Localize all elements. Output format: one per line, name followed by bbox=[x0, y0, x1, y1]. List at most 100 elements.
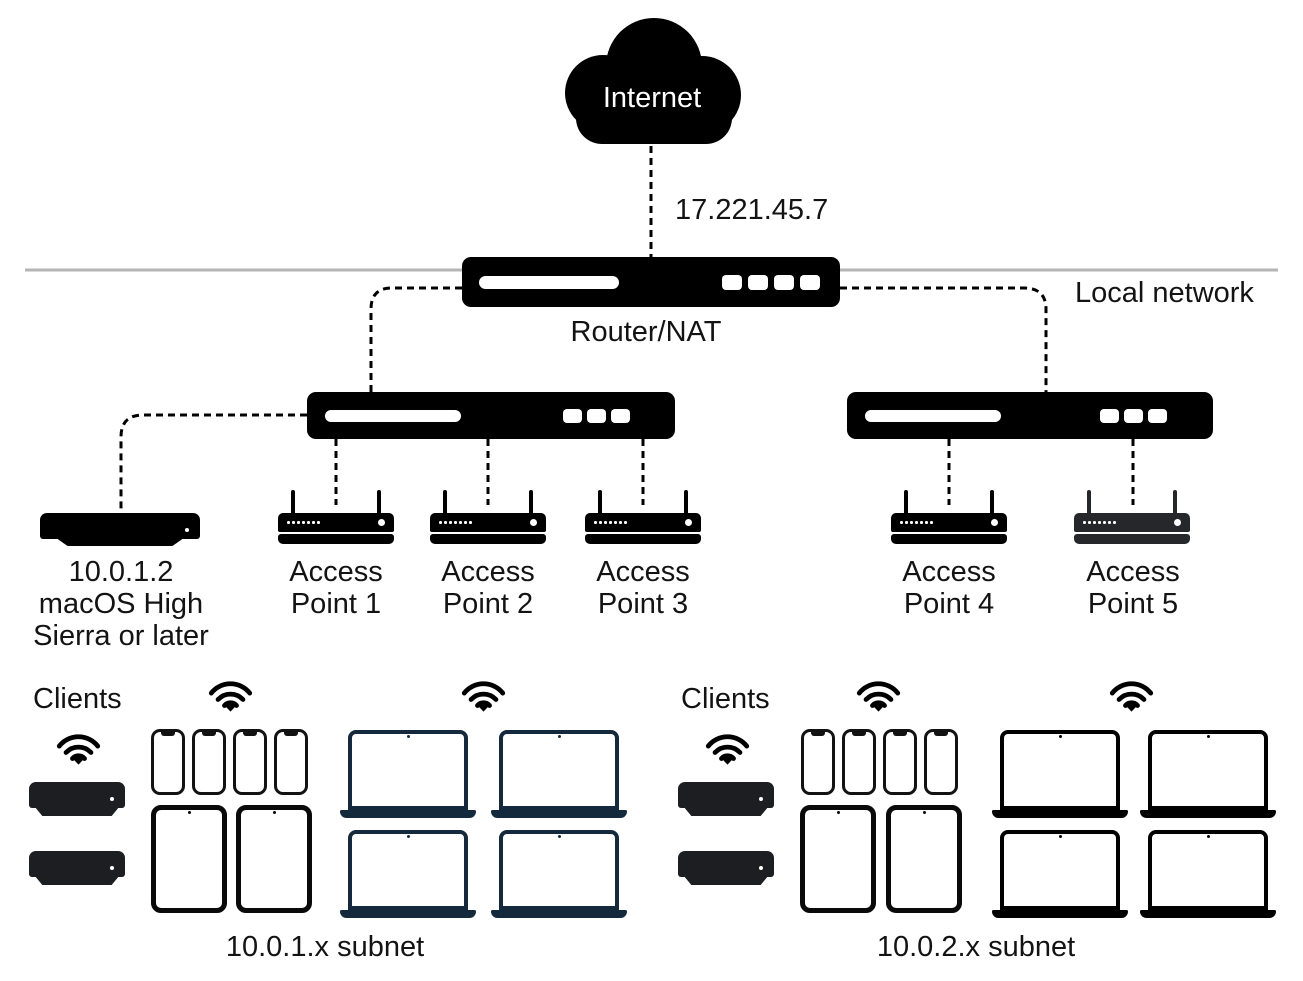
link-switch-mac-server bbox=[119, 413, 307, 513]
macbook-device bbox=[491, 730, 627, 818]
camera-dot bbox=[187, 811, 191, 814]
access-point-3-label: Access Point 3 bbox=[568, 556, 718, 620]
mac-mini-device bbox=[678, 851, 774, 886]
access-point-4-device bbox=[891, 490, 1007, 544]
notch bbox=[243, 731, 257, 736]
status-lights bbox=[1083, 521, 1116, 524]
mac-mini-body bbox=[678, 851, 774, 877]
access-point-1-device bbox=[278, 490, 394, 544]
iphone-device bbox=[274, 729, 308, 795]
laptop-screen bbox=[499, 730, 619, 810]
notch bbox=[852, 731, 866, 736]
mac-server-os-line1: macOS High bbox=[38, 588, 204, 620]
macbook-device bbox=[340, 830, 476, 918]
access-point-4-label: Access Point 4 bbox=[874, 556, 1024, 620]
label-line: Access bbox=[596, 556, 690, 588]
wifi-icon bbox=[705, 734, 750, 765]
access-point-base bbox=[430, 534, 546, 544]
led-indicator bbox=[378, 519, 385, 526]
router-device bbox=[462, 257, 840, 307]
iphone-device bbox=[801, 729, 835, 795]
mac-server-device bbox=[40, 513, 200, 548]
switch-vent-slot bbox=[325, 410, 461, 422]
link-router-switch-left bbox=[369, 286, 462, 392]
switch-ports bbox=[1100, 409, 1167, 423]
label-line: Point 4 bbox=[903, 588, 995, 620]
ipad-device bbox=[236, 805, 312, 913]
laptop-screen bbox=[1148, 830, 1268, 910]
mac-mini-base bbox=[57, 539, 183, 546]
mac-mini-body bbox=[29, 782, 125, 808]
mac-mini-device bbox=[29, 851, 125, 886]
laptop-screen bbox=[348, 730, 468, 810]
antenna bbox=[377, 490, 381, 515]
camera-dot bbox=[1058, 835, 1062, 838]
macbook-device bbox=[992, 830, 1128, 918]
led-indicator bbox=[991, 519, 998, 526]
iphone-device bbox=[842, 729, 876, 795]
subnet-label-left: 10.0.1.x subnet bbox=[225, 931, 425, 963]
mac-mini-base bbox=[35, 877, 119, 885]
network-switch-right bbox=[847, 392, 1213, 439]
laptop-screen bbox=[499, 830, 619, 910]
network-switch-left bbox=[307, 392, 675, 439]
label-line: Access bbox=[289, 556, 383, 588]
camera-dot bbox=[836, 811, 840, 814]
ipad-device bbox=[886, 805, 962, 913]
laptop-screen bbox=[1000, 730, 1120, 810]
access-point-body bbox=[278, 513, 394, 532]
access-point-2-device bbox=[430, 490, 546, 544]
mac-mini-body bbox=[29, 851, 125, 877]
router-ports bbox=[722, 275, 820, 290]
mac-mini-body bbox=[40, 513, 200, 539]
local-network-label: Local network bbox=[1075, 277, 1254, 309]
wifi-icon bbox=[208, 681, 253, 712]
notch bbox=[284, 731, 298, 736]
camera-dot bbox=[1206, 835, 1210, 838]
led-indicator bbox=[530, 519, 537, 526]
router-label: Router/NAT bbox=[570, 316, 722, 348]
antenna bbox=[598, 490, 602, 515]
ipad-device bbox=[800, 805, 876, 913]
mac-server-ip: 10.0.1.2 bbox=[68, 556, 174, 588]
mac-mini-device bbox=[29, 782, 125, 817]
antenna bbox=[529, 490, 533, 515]
led-indicator bbox=[1174, 519, 1181, 526]
mac-mini-base bbox=[35, 808, 119, 816]
label-line: Point 1 bbox=[290, 588, 382, 620]
label-line: Access bbox=[1086, 556, 1180, 588]
label-line: Point 2 bbox=[442, 588, 534, 620]
mac-mini-body bbox=[678, 782, 774, 808]
macbook-device bbox=[1140, 730, 1276, 818]
router-vent-slot bbox=[479, 276, 619, 289]
label-line: Access bbox=[441, 556, 535, 588]
antenna bbox=[990, 490, 994, 515]
notch bbox=[161, 731, 175, 736]
status-lights bbox=[900, 521, 933, 524]
laptop-screen bbox=[348, 830, 468, 910]
access-point-base bbox=[1074, 534, 1190, 544]
laptop-screen bbox=[1000, 830, 1120, 910]
label-line: Point 5 bbox=[1087, 588, 1179, 620]
camera-dot bbox=[557, 835, 561, 838]
camera-dot bbox=[922, 811, 926, 814]
access-point-3-device bbox=[585, 490, 701, 544]
ipad-device bbox=[151, 805, 227, 913]
clients-label-left: Clients bbox=[33, 683, 122, 715]
access-point-body bbox=[1074, 513, 1190, 532]
laptop-screen bbox=[1148, 730, 1268, 810]
laptop-base bbox=[1140, 910, 1276, 918]
label-line: Point 3 bbox=[597, 588, 689, 620]
laptop-base bbox=[992, 810, 1128, 818]
laptop-base bbox=[491, 810, 627, 818]
camera-dot bbox=[557, 735, 561, 738]
access-point-body bbox=[430, 513, 546, 532]
status-lights bbox=[594, 521, 627, 524]
macbook-device bbox=[992, 730, 1128, 818]
mac-server-label: 10.0.1.2 macOS High Sierra or later bbox=[1, 556, 241, 652]
antenna bbox=[443, 490, 447, 515]
iphone-device bbox=[192, 729, 226, 795]
mac-mini-base bbox=[684, 808, 768, 816]
